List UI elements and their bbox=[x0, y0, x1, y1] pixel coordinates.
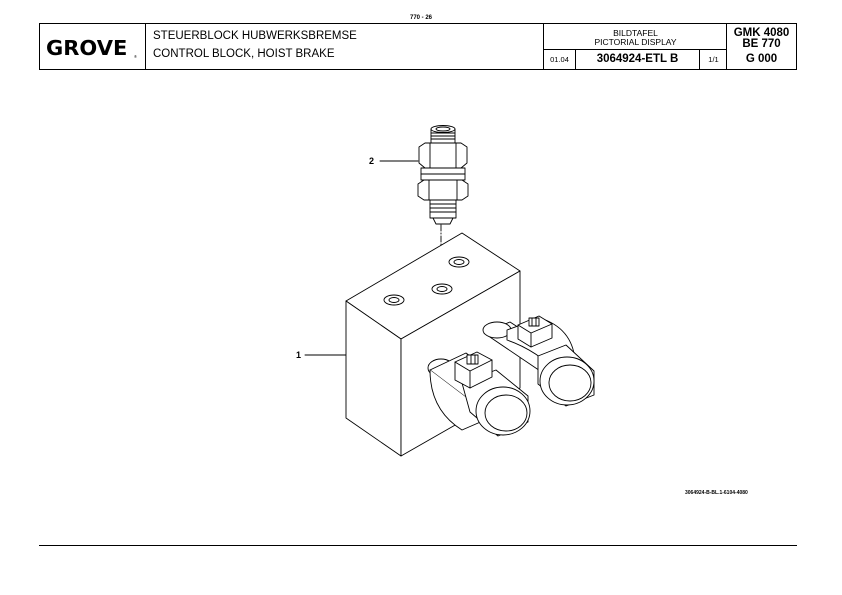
grove-logo: GROVE bbox=[46, 36, 128, 60]
description-english: CONTROL BLOCK, HOIST BRAKE bbox=[153, 48, 335, 60]
drawing-reference: 3064924-B-BL.1-6104-4080 bbox=[685, 490, 748, 496]
display-label: BILDTAFEL PICTORIAL DISPLAY bbox=[544, 24, 727, 50]
logo-cell: GROVE ® bbox=[40, 24, 146, 69]
description-cell: STEUERBLOCK HUBWERKSBREMSE CONTROL BLOCK… bbox=[146, 24, 544, 69]
description-german: STEUERBLOCK HUBWERKSBREMSE bbox=[153, 30, 357, 42]
document-number: 3064924-ETL B bbox=[576, 50, 700, 69]
display-label-german: BILDTAFEL bbox=[613, 28, 658, 38]
display-label-english: PICTORIAL DISPLAY bbox=[594, 36, 677, 47]
rear-solenoid-valve bbox=[482, 315, 595, 407]
registered-mark: ® bbox=[134, 54, 137, 59]
model-variant: BE 770 bbox=[742, 38, 781, 50]
display-cell: BILDTAFEL PICTORIAL DISPLAY 01.04 306492… bbox=[544, 24, 727, 69]
sheet-number: 1/1 bbox=[708, 55, 719, 64]
assembly-group: G 000 bbox=[745, 53, 778, 65]
callout-label-2: 2 bbox=[369, 156, 375, 166]
pressure-switch-part bbox=[417, 125, 469, 225]
title-block: GROVE ® STEUERBLOCK HUBWERKSBREMSE CONTR… bbox=[39, 23, 797, 70]
issue-date: 01.04 bbox=[544, 50, 576, 69]
page-number: 770 - 26 bbox=[409, 15, 433, 21]
bottom-rule bbox=[39, 545, 797, 546]
front-solenoid-valve bbox=[427, 351, 531, 437]
model-name: GMK 4080 bbox=[733, 27, 790, 39]
model-cell: GMK 4080 BE 770 G 000 bbox=[727, 24, 796, 69]
callout-label-1: 1 bbox=[296, 350, 302, 360]
